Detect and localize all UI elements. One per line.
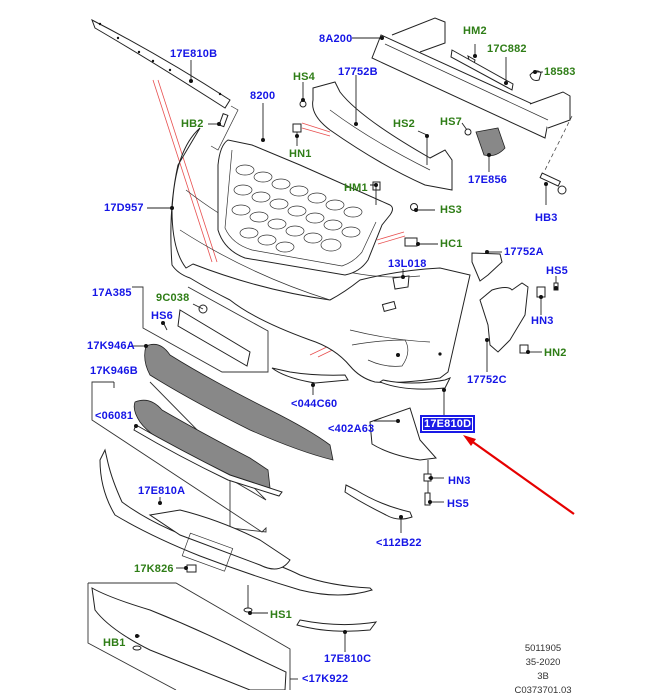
fastener-label-HN3-upper[interactable]: HN3: [531, 315, 554, 327]
part-label-17C882[interactable]: 17C882: [487, 43, 527, 55]
part-17E810A-undertray[interactable]: [99, 448, 373, 596]
fastener-label-HN3-lower[interactable]: HN3: [448, 475, 471, 487]
part-13L018-cover[interactable]: [392, 275, 410, 290]
part-044C60-trim[interactable]: [271, 367, 349, 384]
part-17D957-bumper[interactable]: [170, 127, 471, 383]
part-17K922-skid-plate[interactable]: [91, 587, 287, 690]
part-17752B-bracket[interactable]: [312, 81, 453, 191]
part-label-112B22[interactable]: <112B22: [376, 537, 422, 549]
part-17E810B-trim[interactable]: [91, 18, 231, 109]
reference-number: 5011905: [524, 643, 562, 654]
part-17E810D-trim[interactable]: [378, 377, 452, 390]
fastener-label-HS4[interactable]: HS4: [293, 71, 315, 83]
part-label-13L018[interactable]: 13L018: [388, 258, 427, 270]
part-label-17E810D-highlighted[interactable]: 17E810D: [419, 415, 476, 433]
fastener-label-HM1[interactable]: HM1: [344, 182, 368, 194]
part-label-9C038[interactable]: 9C038: [156, 292, 190, 304]
part-label-8A200[interactable]: 8A200: [319, 33, 353, 45]
part-label-17E810A[interactable]: 17E810A: [138, 485, 186, 497]
part-17A385-plate[interactable]: [177, 309, 251, 367]
part-label-17K946A[interactable]: 17K946A: [87, 340, 135, 352]
part-label-17752A[interactable]: 17752A: [504, 246, 544, 258]
part-17752A-bracket[interactable]: [471, 252, 503, 282]
part-06081-strip[interactable]: [133, 424, 283, 497]
part-label-17E810B[interactable]: 17E810B: [170, 48, 218, 60]
fastener-label-HB2[interactable]: HB2: [181, 118, 204, 130]
fastener-label-HN2[interactable]: HN2: [544, 347, 567, 359]
part-label-17K826[interactable]: 17K826: [134, 563, 174, 575]
fastener-label-HS3[interactable]: HS3: [440, 204, 462, 216]
part-8A200-beam[interactable]: [371, 34, 551, 139]
fastener-label-HB1[interactable]: HB1: [103, 637, 126, 649]
part-label-17D957[interactable]: 17D957: [104, 202, 144, 214]
part-17C882-bar[interactable]: [450, 49, 514, 91]
fastener-label-HC1[interactable]: HC1: [440, 238, 463, 250]
fastener-label-HS5-lower[interactable]: HS5: [447, 498, 469, 510]
part-8200-grille[interactable]: [217, 139, 393, 276]
part-label-18583[interactable]: 18583: [544, 66, 576, 78]
part-label-402A63[interactable]: <402A63: [328, 423, 375, 435]
part-17E856-insert[interactable]: [475, 127, 506, 157]
part-17E810C-trim[interactable]: [296, 619, 378, 632]
highlight-arrow: [463, 435, 575, 515]
reference-section: 3B: [537, 671, 549, 682]
fastener-label-HS7[interactable]: HS7: [440, 116, 462, 128]
part-112B22-strip[interactable]: [344, 484, 413, 520]
guide-lines: [152, 79, 406, 358]
part-402A63-bracket[interactable]: [369, 407, 438, 461]
reference-date: 35-2020: [525, 657, 561, 668]
part-label-17752B[interactable]: 17752B: [338, 66, 378, 78]
part-label-17K922[interactable]: <17K922: [302, 673, 349, 685]
fastener-label-HB3[interactable]: HB3: [535, 212, 558, 224]
fastener-label-HM2[interactable]: HM2: [463, 25, 487, 37]
fastener-label-HS1[interactable]: HS1: [270, 609, 292, 621]
part-label-17A385[interactable]: 17A385: [92, 287, 132, 299]
part-label-17752C[interactable]: 17752C: [467, 374, 507, 386]
part-label-8200[interactable]: 8200: [250, 90, 276, 102]
fastener-label-HS6[interactable]: HS6: [151, 310, 173, 322]
part-label-17K946B[interactable]: 17K946B: [90, 365, 138, 377]
fastener-label-HS5-upper[interactable]: HS5: [546, 265, 568, 277]
part-label-17E810C[interactable]: 17E810C: [324, 653, 372, 665]
part-label-06081[interactable]: <06081: [95, 410, 134, 422]
fastener-label-HN1[interactable]: HN1: [289, 148, 312, 160]
fastener-label-HS2[interactable]: HS2: [393, 118, 415, 130]
part-label-17E856[interactable]: 17E856: [468, 174, 508, 186]
part-17752C-bracket[interactable]: [479, 282, 529, 353]
reference-illustration-id: C0373701.03: [514, 685, 572, 696]
part-17K946A-lower-grille[interactable]: [144, 343, 334, 461]
part-label-044C60[interactable]: <044C60: [291, 398, 338, 410]
